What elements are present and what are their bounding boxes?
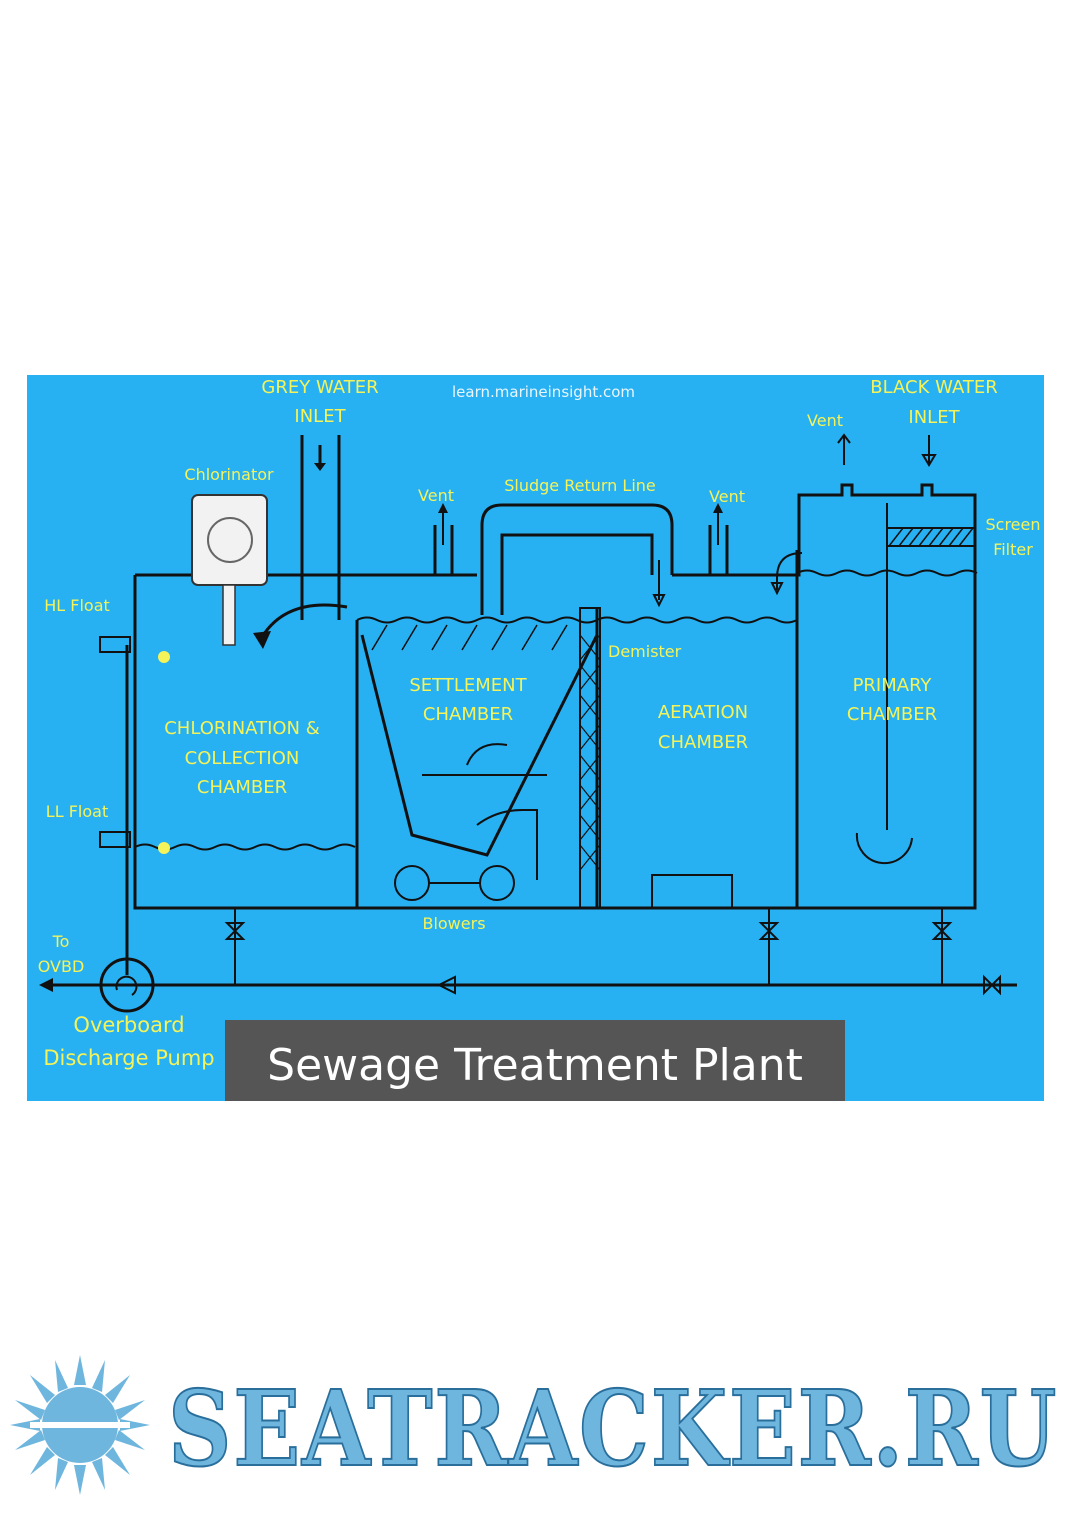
valve-2 xyxy=(758,908,780,985)
label-pump-2: Discharge Pump xyxy=(43,1046,214,1070)
label-chlorinator: Chlorinator xyxy=(184,465,274,484)
label-settlement-1: SETTLEMENT xyxy=(409,675,527,696)
grey-water-flow-head xyxy=(253,631,271,649)
label-primary-2: CHAMBER xyxy=(847,704,937,725)
label-grey-water-1: GREY WATER xyxy=(261,377,378,398)
flow-arrow xyxy=(436,975,456,995)
valve-1 xyxy=(224,908,246,985)
footer-logo-svg: SEATRACKER.RU xyxy=(10,1355,1058,1495)
sewage-treatment-diagram: learn.marineinsight.com xyxy=(27,375,1044,1101)
brand-text: SEATRACKER.RU xyxy=(168,1367,1058,1490)
diagram-title: Sewage Treatment Plant xyxy=(267,1040,803,1091)
blower-2 xyxy=(479,865,515,901)
demister-cross xyxy=(579,634,601,871)
tank-outline xyxy=(133,483,977,910)
vent-pipe-left xyxy=(433,503,454,575)
label-sludge-return: Sludge Return Line xyxy=(504,476,656,495)
sun-icon xyxy=(10,1355,150,1495)
label-blowers: Blowers xyxy=(422,914,485,933)
pump-swirl xyxy=(115,975,138,996)
label-ll-float: LL Float xyxy=(46,802,108,821)
label-pump-1: Overboard xyxy=(73,1013,184,1037)
label-aeration-1: AERATION xyxy=(658,702,748,723)
aerator-box xyxy=(651,874,733,909)
label-chlorination-3: CHAMBER xyxy=(197,777,287,798)
diagram-svg: learn.marineinsight.com xyxy=(38,377,1041,1101)
label-chlorination-2: COLLECTION xyxy=(185,748,300,769)
chlorinator-tube xyxy=(222,584,236,646)
label-settlement-2: CHAMBER xyxy=(423,704,513,725)
label-filter: Filter xyxy=(993,540,1033,559)
demister-ladder xyxy=(579,607,601,909)
label-aeration-2: CHAMBER xyxy=(658,732,748,753)
label-screen: Screen xyxy=(985,515,1040,534)
sludge-return-line-outer xyxy=(480,503,674,615)
label-to-ovbd-2: OVBD xyxy=(38,957,85,976)
overboard-pump xyxy=(99,957,155,1013)
label-hl-float: HL Float xyxy=(44,596,110,615)
label-to-ovbd-1: To xyxy=(52,932,70,951)
label-black-water-1: BLACK WATER xyxy=(870,377,998,398)
label-black-water-2: INLET xyxy=(908,407,960,428)
settlement-hatch xyxy=(371,624,568,651)
grey-water-flow-curve xyxy=(260,603,348,638)
ll-float-box xyxy=(99,831,131,848)
grey-water-arrow-head xyxy=(314,463,326,471)
screen-filter-hatch xyxy=(888,527,974,547)
blower-1 xyxy=(394,865,430,901)
settlement-hopper xyxy=(360,634,599,857)
settle-flow-arrow xyxy=(466,743,508,766)
discharge-arrow xyxy=(39,978,53,992)
label-vent-left: Vent xyxy=(418,486,454,505)
vent-arrow-primary xyxy=(837,433,851,465)
label-grey-water-2: INLET xyxy=(294,406,346,427)
vent-pipe-right xyxy=(708,503,729,575)
valve-3 xyxy=(931,908,953,985)
label-demister: Demister xyxy=(608,642,682,661)
label-vent-right: Vent xyxy=(709,487,745,506)
valve-4 xyxy=(983,974,1001,996)
hl-float-box xyxy=(99,636,131,653)
label-vent-primary: Vent xyxy=(807,411,843,430)
hl-float xyxy=(158,651,170,663)
chlorinator-tank xyxy=(191,494,268,586)
primary-swirl xyxy=(855,832,913,865)
label-primary-1: PRIMARY xyxy=(853,675,933,696)
source-watermark: learn.marineinsight.com xyxy=(452,383,635,401)
chlorinator-icon xyxy=(207,517,253,563)
title-box: Sewage Treatment Plant xyxy=(225,1020,845,1101)
water-surface-chlorination xyxy=(134,843,356,851)
sludge-pipe xyxy=(476,809,538,880)
black-water-inlet-arrow xyxy=(921,435,937,467)
water-surface-settle-aeration xyxy=(356,616,798,624)
ll-float xyxy=(158,842,170,854)
sludge-return-line-inner xyxy=(500,533,654,615)
footer-logo: SEATRACKER.RU xyxy=(0,1350,1080,1510)
label-chlorination-1: CHLORINATION & xyxy=(164,718,320,739)
primary-overflow xyxy=(776,552,803,590)
